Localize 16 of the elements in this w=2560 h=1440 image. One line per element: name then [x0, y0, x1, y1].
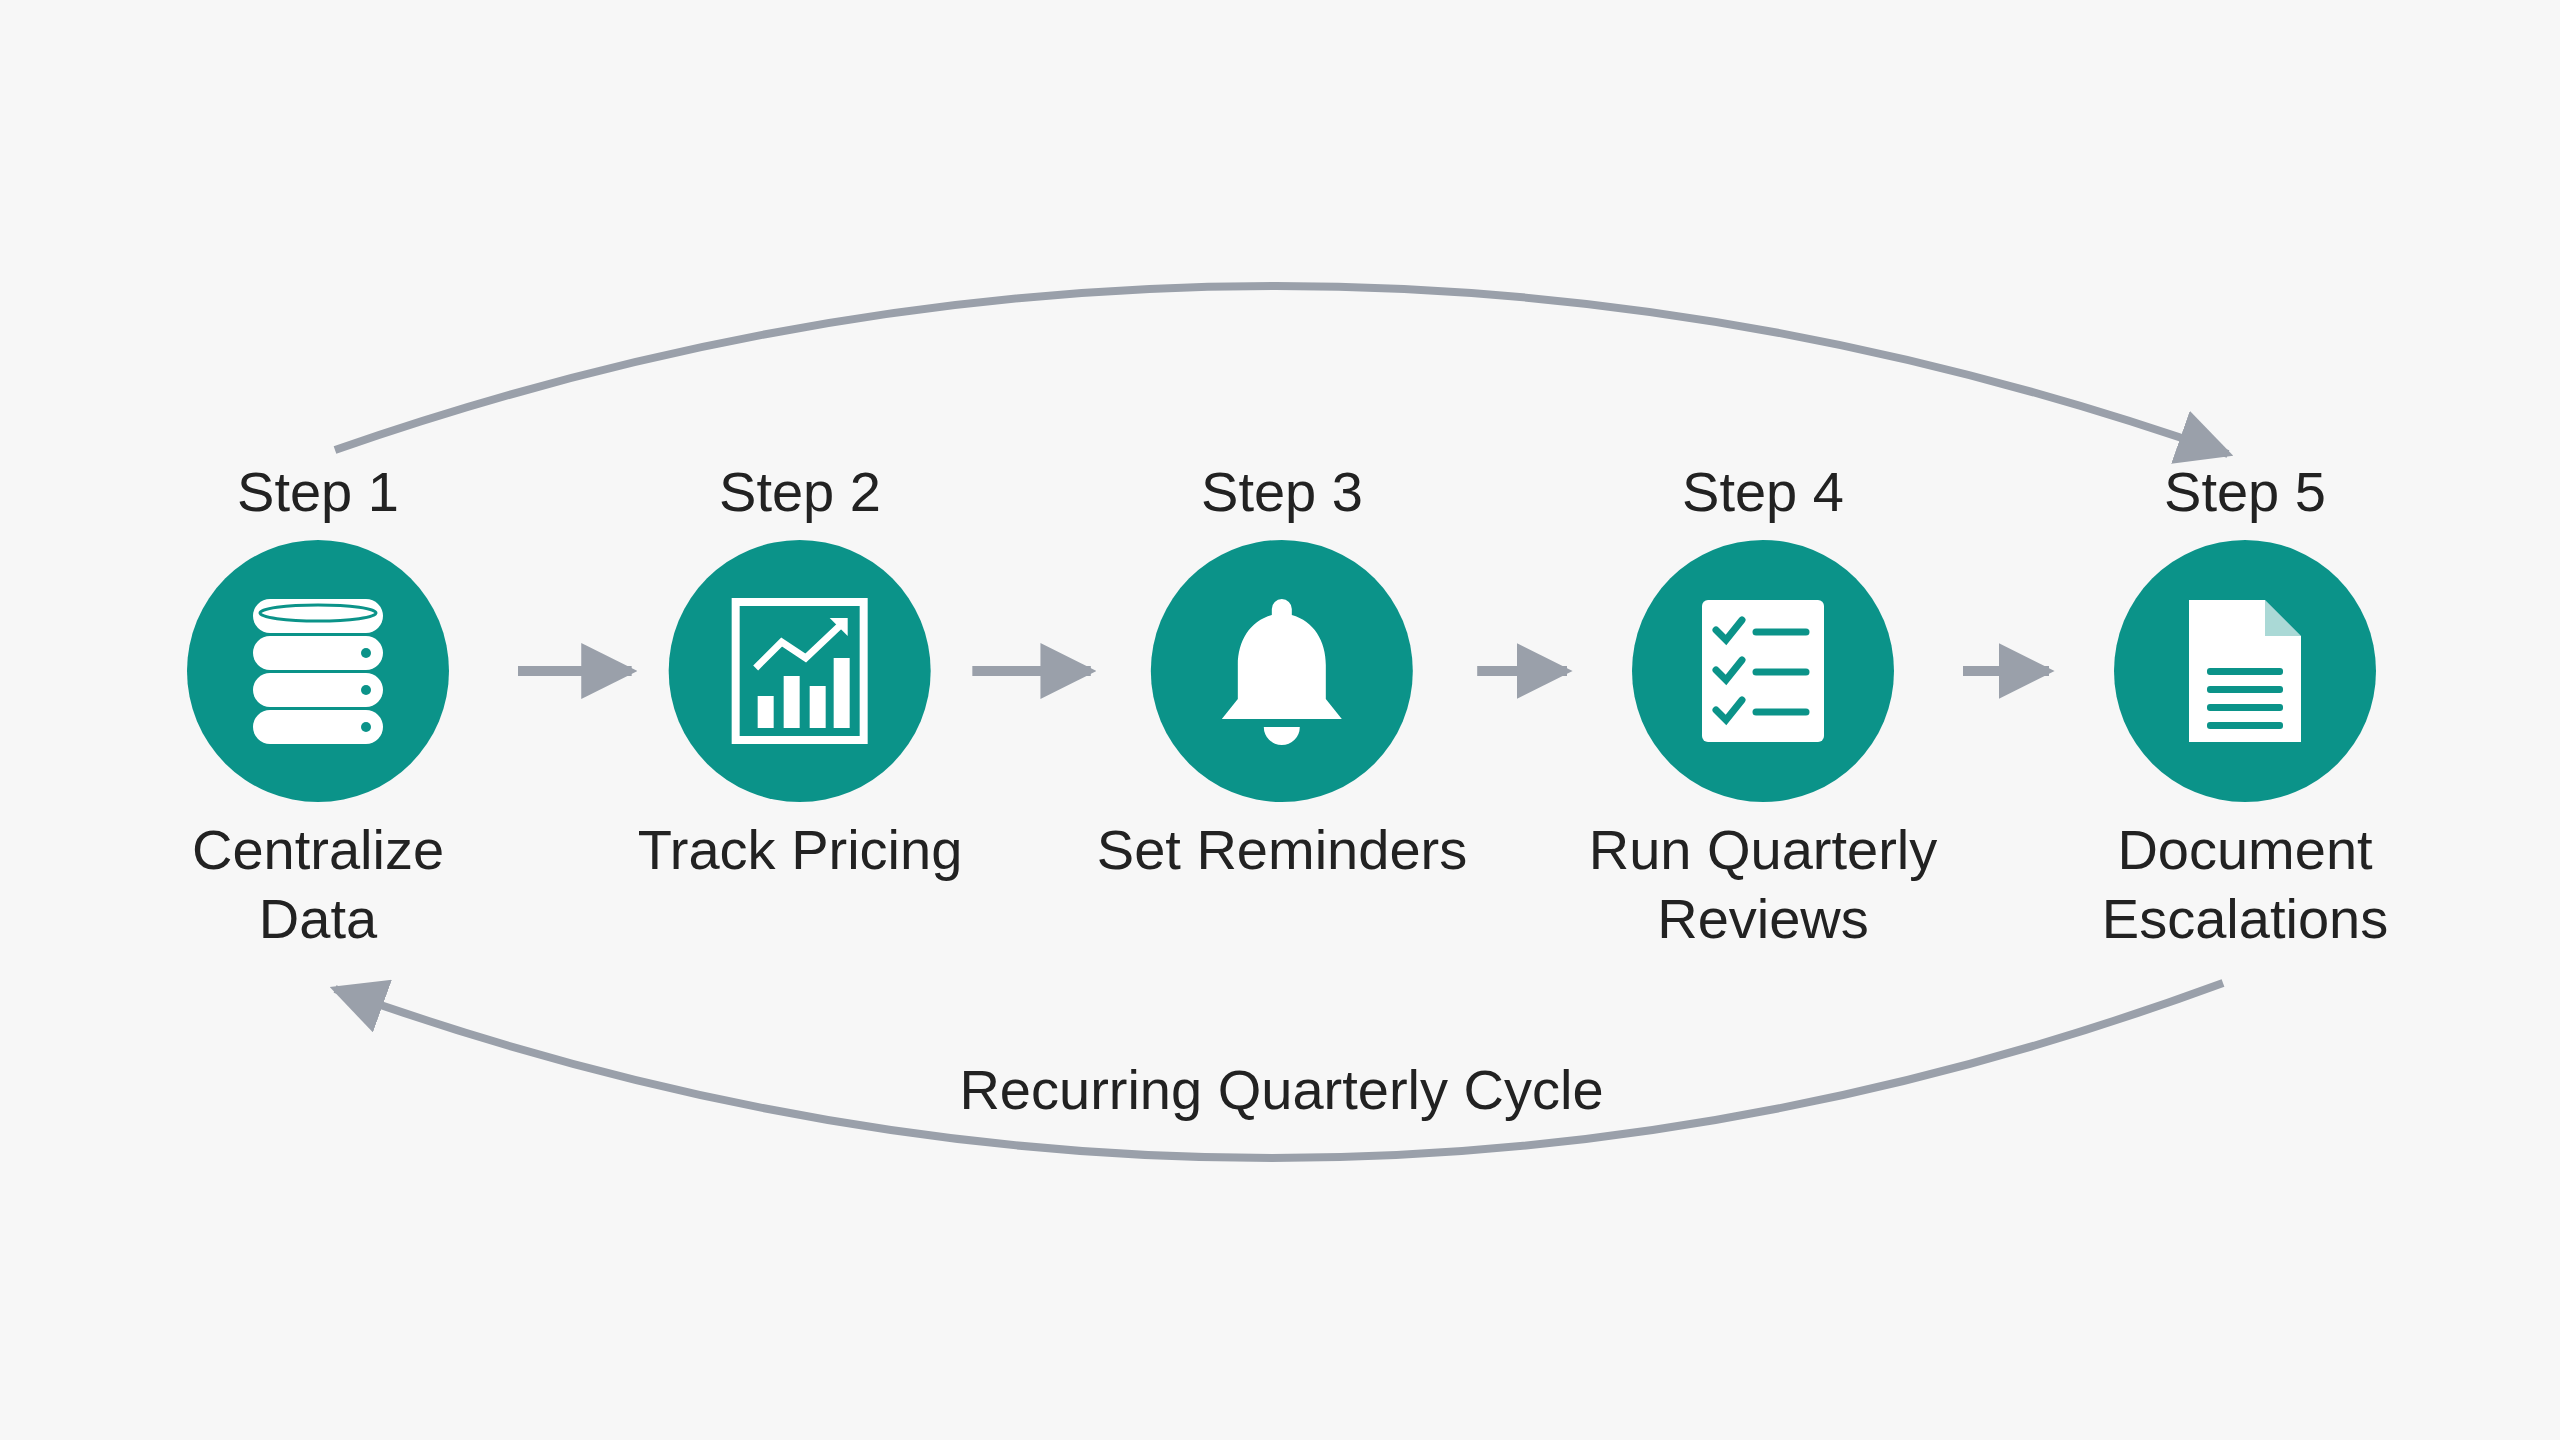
step-label: Document Escalations	[2100, 817, 2390, 952]
arrow	[333, 282, 2234, 466]
step-label: Set Reminders	[1096, 817, 1468, 883]
arrow	[1477, 643, 1573, 699]
arrow	[329, 978, 2225, 1162]
step-label: Run Quarterly Reviews	[1587, 817, 1939, 952]
arrow	[972, 643, 1097, 699]
step-label: Track Pricing	[637, 817, 963, 883]
step-label: Centralize Data	[190, 817, 446, 952]
step-heading: Step 3	[1201, 459, 1363, 525]
arrow	[518, 643, 638, 699]
step-heading: Step 5	[2164, 459, 2326, 525]
step-heading: Step 4	[1682, 459, 1844, 525]
step-heading: Step 2	[719, 459, 881, 525]
arrow	[1963, 643, 2055, 699]
step-heading: Step 1	[237, 459, 399, 525]
